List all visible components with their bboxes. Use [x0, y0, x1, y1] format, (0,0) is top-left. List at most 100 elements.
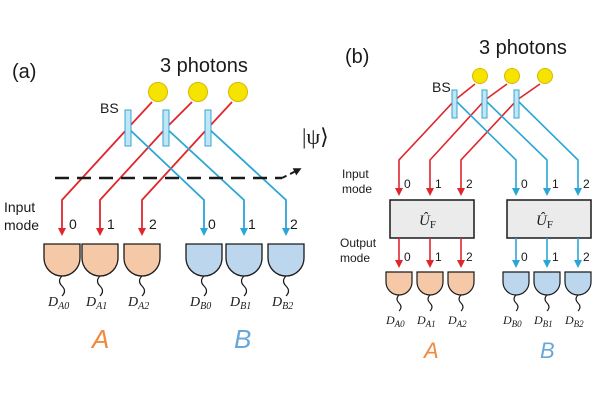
detector-label-b-2: DB2	[271, 295, 293, 312]
mode-in-b-2: 2	[583, 177, 590, 191]
mode-a-2: 2	[149, 216, 157, 232]
beam-red-b-0	[395, 83, 476, 196]
detector-b-0	[185, 243, 223, 297]
input-mode-label-b-1: Input	[342, 167, 369, 181]
mode-b-2: 2	[290, 216, 298, 232]
photon-b-2	[537, 68, 553, 84]
detector-a-1	[81, 243, 119, 297]
beams-red-b	[395, 83, 541, 196]
beams-red-a	[58, 101, 233, 236]
detector-pb-b-1	[533, 271, 561, 312]
mode-in-a-1: 1	[435, 177, 442, 191]
detector-b-1	[225, 243, 263, 297]
mode-in-a-2: 2	[466, 177, 473, 191]
detector-label-pb-b-2: DB2	[564, 313, 584, 329]
input-mode-label-a-1: Input	[4, 199, 35, 215]
photon-b-1	[504, 68, 520, 84]
detector-label-pb-b-1: DB1	[533, 313, 553, 329]
mode-b-1: 1	[248, 216, 256, 232]
photons-label-a: 3 photons	[160, 55, 248, 77]
detector-a-2	[123, 243, 161, 297]
mode-out-b-0: 0	[521, 250, 528, 264]
mode-out-a-2: 2	[466, 250, 473, 264]
beams-blue-a	[127, 127, 290, 236]
mode-out-a-1: 1	[435, 250, 442, 264]
mode-out-a-0: 0	[404, 250, 411, 264]
input-mode-label-b-2: mode	[342, 182, 372, 196]
output-mode-label-b-1: Output	[340, 236, 377, 250]
detectors-b	[185, 243, 305, 297]
mode-in-b-1: 1	[552, 177, 559, 191]
beam-red-a-1	[96, 101, 193, 236]
detectors-a	[43, 243, 161, 297]
beam-red-a-2	[138, 101, 233, 236]
mode-out-b-1: 1	[552, 250, 559, 264]
mode-a-1: 1	[107, 216, 115, 232]
group-label-a: A	[90, 324, 109, 354]
state-label: |ψ⟩	[302, 124, 329, 149]
group-label-pb-a: A	[422, 338, 439, 363]
beam-splitters-a	[124, 109, 212, 147]
detector-label-a-0: DA0	[47, 295, 69, 312]
photon-a-1	[188, 82, 208, 102]
detector-label-b-0: DB0	[189, 295, 211, 312]
mode-b-0: 0	[208, 216, 216, 232]
photons-a	[148, 82, 248, 102]
detector-pb-a-0	[385, 271, 413, 312]
group-label-pb-b: B	[540, 338, 555, 363]
beam-red-b-2	[457, 83, 541, 196]
panel-a-label: (a)	[12, 61, 36, 83]
beam-splitter-b-2	[513, 89, 520, 119]
output-mode-label-b-2: mode	[340, 251, 370, 265]
detector-label-a-1: DA1	[85, 295, 107, 312]
beam-blue-a-0	[127, 127, 208, 236]
group-label-b: B	[234, 324, 251, 354]
detector-label-b-1: DB1	[229, 295, 251, 312]
panel-b-label: (b)	[345, 46, 369, 68]
detectors-b-panel	[385, 271, 592, 312]
beam-splitter-a-0	[124, 109, 132, 147]
unitary-label-a: ÛF	[419, 212, 436, 231]
unitary-box-a: ÛF	[389, 199, 475, 239]
panel-a: (a) 3 photons BS |ψ⟩	[4, 55, 329, 354]
state-pointer-arrow	[281, 168, 302, 179]
beam-blue-b-0	[454, 99, 520, 196]
photon-a-2	[228, 82, 248, 102]
beam-splitter-a-1	[162, 109, 170, 147]
beam-blue-b-2	[516, 99, 582, 196]
mode-in-a-0: 0	[404, 177, 411, 191]
mode-in-b-0: 0	[521, 177, 528, 191]
beam-blue-b-1	[484, 99, 551, 196]
detector-b-2	[267, 243, 305, 297]
beam-splitters-b	[451, 89, 520, 119]
beam-red-a-0	[58, 101, 153, 236]
mode-out-b-2: 2	[583, 250, 590, 264]
detector-label-pb-a-0: DA0	[385, 313, 405, 329]
detector-label-pb-a-1: DA1	[416, 313, 436, 329]
photon-b-0	[472, 68, 488, 84]
beam-splitter-b-1	[481, 89, 488, 119]
detector-label-pb-a-2: DA2	[447, 313, 467, 329]
beam-splitter-a-2	[204, 109, 212, 147]
input-mode-label-a-2: mode	[4, 217, 39, 233]
mode-a-0: 0	[69, 216, 77, 232]
photons-b	[472, 68, 553, 84]
photon-a-0	[148, 82, 168, 102]
unitary-label-b: ÛF	[536, 212, 553, 231]
beams-blue-b	[454, 99, 582, 196]
detector-label-pb-b-0: DB0	[502, 313, 522, 329]
photons-label-b: 3 photons	[479, 37, 567, 59]
beam-blue-a-2	[207, 127, 290, 236]
beam-splitter-b-0	[451, 89, 458, 119]
beams-out-b	[395, 238, 582, 268]
detector-pb-b-2	[564, 271, 592, 312]
detector-a-0	[43, 243, 81, 297]
detector-pb-b-0	[502, 271, 530, 312]
detector-pb-a-1	[416, 271, 444, 312]
detector-label-a-2: DA2	[127, 295, 149, 312]
bs-label-a: BS	[100, 100, 119, 116]
bs-label-b: BS	[432, 79, 451, 95]
unitary-box-b: ÛF	[506, 199, 592, 239]
